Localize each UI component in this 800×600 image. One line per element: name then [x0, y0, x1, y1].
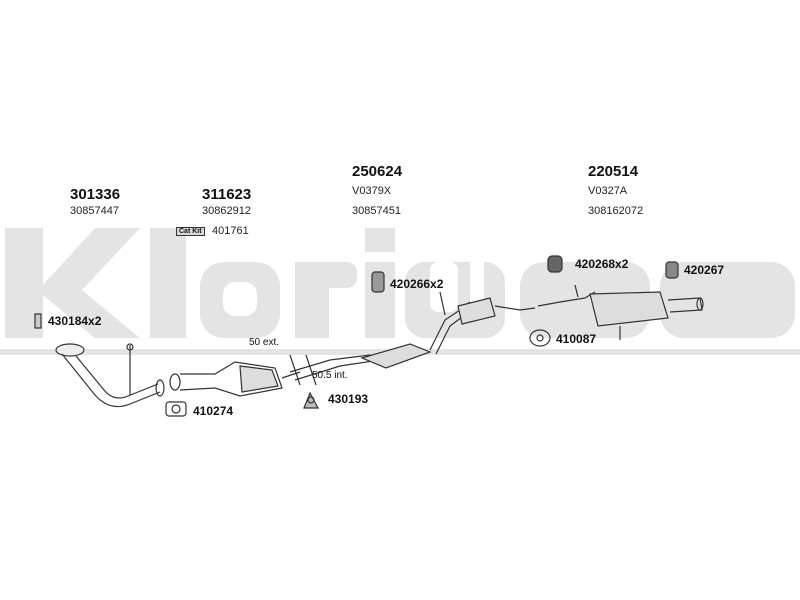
label-420267: 420267 [684, 263, 725, 277]
rear-silencer-icon [537, 284, 704, 340]
ref-number-30857451: 30857451 [352, 205, 401, 217]
part-number-220514: 220514 [588, 163, 639, 180]
part-number-301336: 301336 [70, 186, 121, 203]
label-430184x2: 430184x2 [48, 314, 102, 328]
label-410274: 410274 [193, 404, 234, 418]
label-420266x2: 420266x2 [390, 277, 444, 291]
label-420268x2: 420268x2 [575, 257, 629, 271]
label-410087: 410087 [556, 332, 597, 346]
exhaust-mount-icon [303, 391, 319, 409]
cat-kit-ref: 401761 [212, 225, 249, 237]
label-430193: 430193 [328, 392, 369, 406]
catalytic-converter-icon [169, 361, 301, 397]
cat-kit-badge: Cat Kit [176, 227, 205, 236]
ref-number-30857447: 30857447 [70, 205, 119, 217]
rubber-hanger-icon [371, 271, 385, 293]
code-V0327A: V0327A [588, 185, 628, 197]
ref-number-30862912: 30862912 [202, 205, 251, 217]
ref-number-308162072: 308162072 [588, 205, 644, 217]
code-V0379X: V0379X [352, 185, 392, 197]
front-pipe-icon [55, 343, 165, 408]
label-ext-diameter: 50 ext. [249, 337, 280, 348]
rubber-ring-icon [547, 255, 563, 273]
clamp-icon [34, 313, 42, 329]
rubber-mount-icon [665, 261, 679, 279]
part-number-311623: 311623 [202, 186, 252, 203]
rear-gasket-icon [529, 329, 551, 347]
part-number-250624: 250624 [352, 163, 403, 180]
label-int-diameter: 50.5 int. [312, 370, 348, 381]
gasket-icon [165, 401, 187, 417]
middle-silencer-icon [360, 291, 536, 369]
